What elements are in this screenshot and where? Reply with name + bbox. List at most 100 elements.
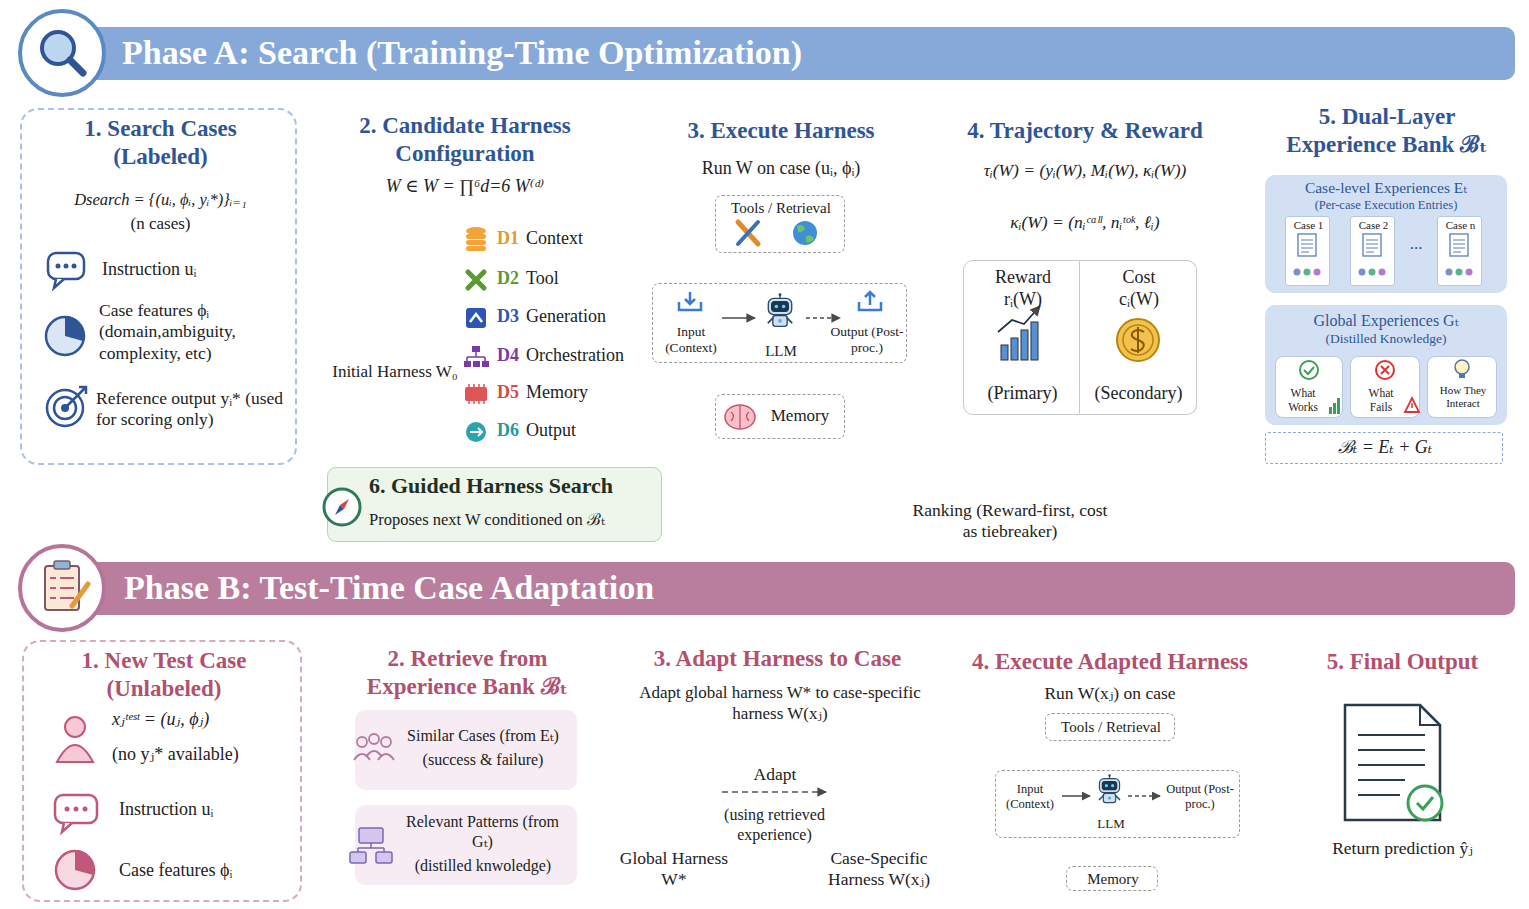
retrieve-column: 2. Retrieve from Experience Bank ℬₜSimil… — [350, 640, 585, 895]
pattern-card: What Fails — [1350, 356, 1420, 418]
node-text: How They Interact — [1430, 384, 1496, 411]
node-text-wrap: Output (Post-proc.) — [828, 324, 906, 357]
node-text-wrap: Case-Specific Harness W(xⱼ) — [823, 848, 935, 891]
node-heading: 2. Candidate Harness Configuration — [330, 112, 600, 168]
node-text: Adapt global harness W* to case-specific… — [625, 683, 935, 724]
node-text: Case n — [1438, 219, 1483, 232]
node-heading: D6 — [497, 420, 527, 442]
node-text-wrap: Run W on case (uᵢ, ϕᵢ) — [652, 158, 910, 180]
node-text-wrap: Memory — [526, 382, 634, 404]
node-heading: 1. Search Cases (Labeled) — [52, 115, 269, 171]
node-text: Run W on case (uᵢ, ϕᵢ) — [652, 158, 910, 180]
node-text-wrap: Input (Context) — [999, 782, 1061, 813]
node-text-wrap: (Distilled Knowledge) — [1265, 331, 1507, 347]
node-text-wrap: Tools / Retrieval — [716, 199, 846, 217]
node-text: Memory — [526, 382, 634, 404]
node-text: (Distilled Knowledge) — [1265, 331, 1507, 347]
config-column: 2. Candidate Harness Configuration W ∈ W … — [330, 108, 630, 448]
node-text: Case features ϕᵢ (domain,ambiguity, comp… — [99, 300, 294, 364]
node-text-wrap: LLM — [756, 342, 806, 360]
node-text: xⱼᵗᵉˢᵗ = (uⱼ, ϕⱼ) — [112, 709, 297, 731]
phase-band: Phase B: Test-Time Case Adaptation — [40, 562, 1515, 615]
node-text-wrap: Tools / Retrieval — [1046, 718, 1176, 736]
retrieve-box: Relevant Patterns (from Gₜ)(distilled kn… — [355, 805, 577, 885]
node-text: Input (Context) — [999, 782, 1061, 813]
memory-box: Memory — [715, 394, 845, 439]
node-text: Case 2 — [1351, 219, 1396, 232]
pattern-card: How They Interact — [1427, 356, 1497, 418]
global-panel: Global Experiences Gₜ(Distilled Knowledg… — [1265, 305, 1507, 425]
node-text: Global Experiences Gₜ — [1265, 311, 1507, 331]
node-heading: D4 — [497, 345, 527, 367]
bank-column: 5. Dual-Layer Experience Bank ℬₜCase-lev… — [1262, 100, 1512, 465]
node-text-wrap: Instruction uᵢ — [102, 259, 292, 281]
node-heading: 1. New Test Case (Unlabeled) — [64, 647, 264, 703]
node-text: ℬₜ = Eₜ + Gₜ — [1266, 437, 1504, 459]
node-text: Case-Specific Harness W(xⱼ) — [823, 848, 935, 891]
node-text-wrap: Tool — [526, 268, 634, 290]
node-text-wrap: Case features ϕᵢ (domain,ambiguity, comp… — [99, 300, 294, 364]
node-heading: 5. Final Output — [1295, 648, 1510, 676]
node-text-wrap: Dsearch = {(uᵢ, ϕᵢ, yᵢ*)}ᵢ₌₁ — [26, 190, 295, 210]
node-text-wrap: Reference output yᵢ* (used for scoring o… — [96, 388, 296, 431]
node-heading: D1 — [497, 228, 527, 250]
node-text-wrap: Case n — [1438, 219, 1483, 232]
bank-formula-box: ℬₜ = Eₜ + Gₜ — [1265, 432, 1503, 464]
node-heading-wrap: Phase A: Search (Training-Time Optimizat… — [122, 32, 1122, 73]
node-text-wrap: ℬₜ = Eₜ + Gₜ — [1266, 437, 1504, 459]
case-panel: Case-level Experiences Eₜ(Per-case Execu… — [1265, 175, 1507, 293]
adapt-column: 3. Adapt Harness to CaseAdapt global har… — [615, 640, 940, 895]
node-text-wrap: Input (Context) — [656, 324, 726, 357]
node-text: LLM — [756, 342, 806, 360]
trajectory-column: 4. Trajectory & Rewardτᵢ(W) = (yᵢ(W), Mᵢ… — [935, 112, 1235, 422]
edge-label: Ranking (Reward-first, cost as tiebreake… — [905, 500, 1115, 543]
node-heading-wrap: 5. Final Output — [1295, 648, 1510, 676]
node-heading: 6. Guided Harness Search — [369, 473, 659, 500]
output-column: 5. Final OutputReturn prediction ŷⱼ — [1295, 645, 1510, 870]
node-text: (n cases) — [26, 214, 295, 235]
node-text-wrap: (n cases) — [26, 214, 295, 235]
node-text-wrap: Run W(xⱼ) on case — [965, 683, 1255, 704]
node-text: Cost cᵢ(W) — [1106, 267, 1172, 311]
node-text-wrap: Case features ϕᵢ — [119, 860, 299, 882]
node-text: Tools / Retrieval — [1046, 718, 1176, 736]
node-text: Memory — [1067, 870, 1159, 888]
node-heading-wrap: Phase B: Test-Time Case Adaptation — [124, 567, 1124, 608]
case-card: Case 2 — [1350, 216, 1395, 286]
edge-label-wrap: Ranking (Reward-first, cost as tiebreake… — [905, 500, 1115, 543]
node-text: Global Harness W* — [618, 848, 730, 891]
node-heading-wrap: 2. Retrieve from Experience Bank ℬₜ — [350, 645, 585, 701]
node-text-wrap: Return prediction ŷⱼ — [1290, 838, 1515, 859]
node-text: Output — [526, 420, 634, 442]
node-text-wrap: Output — [526, 420, 634, 442]
node-heading-wrap: 1. Search Cases (Labeled) — [52, 115, 269, 171]
node-text: Input (Context) — [656, 324, 726, 357]
node-text: Initial Harness W₀ — [322, 362, 468, 383]
node-text-wrap: Output (Post-proc.) — [1161, 782, 1239, 813]
node-text: W ∈ W = ∏⁶d=6 W⁽ᵈ⁾ — [330, 176, 600, 198]
phase-band: Phase A: Search (Training-Time Optimizat… — [40, 27, 1515, 80]
reward-cell: Reward rᵢ(W)(Primary) — [963, 260, 1080, 415]
free-label: ... — [1400, 234, 1432, 255]
node-heading-wrap: 4. Execute Adapted Harness — [950, 648, 1270, 676]
node-text-wrap: (using retrieved experience) — [712, 805, 837, 844]
input-panel: 1. Search Cases (Labeled) Dsearch = {(uᵢ,… — [20, 108, 297, 465]
node-text: (distilled knwoledge) — [393, 856, 573, 876]
node-text-wrap: Generation — [526, 306, 634, 328]
node-heading: 3. Execute Harness — [652, 117, 910, 145]
node-text-wrap: Orchestration — [526, 345, 634, 367]
node-heading-wrap: D6 — [497, 420, 527, 442]
node-heading: D3 — [497, 306, 527, 328]
test-case-panel: 1. New Test Case (Unlabeled) xⱼᵗᵉˢᵗ = (uⱼ… — [22, 640, 302, 902]
node-text-wrap: How They Interact — [1430, 384, 1496, 411]
node-text: Case features ϕᵢ — [119, 860, 299, 882]
free-label-wrap: ... — [1400, 234, 1432, 255]
harness-box: Input (Context) LLM Output (Post-proc.) — [652, 283, 907, 363]
execute-column: 3. Execute HarnessRun W on case (uᵢ, ϕᵢ)… — [652, 112, 910, 442]
node-text-wrap: Case-level Experiences Eₜ — [1265, 179, 1507, 198]
node-text-wrap: Memory — [1067, 870, 1159, 888]
node-text: What Fails — [1356, 386, 1406, 414]
node-text-wrap: Reward rᵢ(W) — [987, 267, 1059, 311]
node-text: Proposes next W conditioned on ℬₜ — [369, 510, 659, 530]
search-box: 6. Guided Harness SearchProposes next W … — [327, 467, 662, 542]
